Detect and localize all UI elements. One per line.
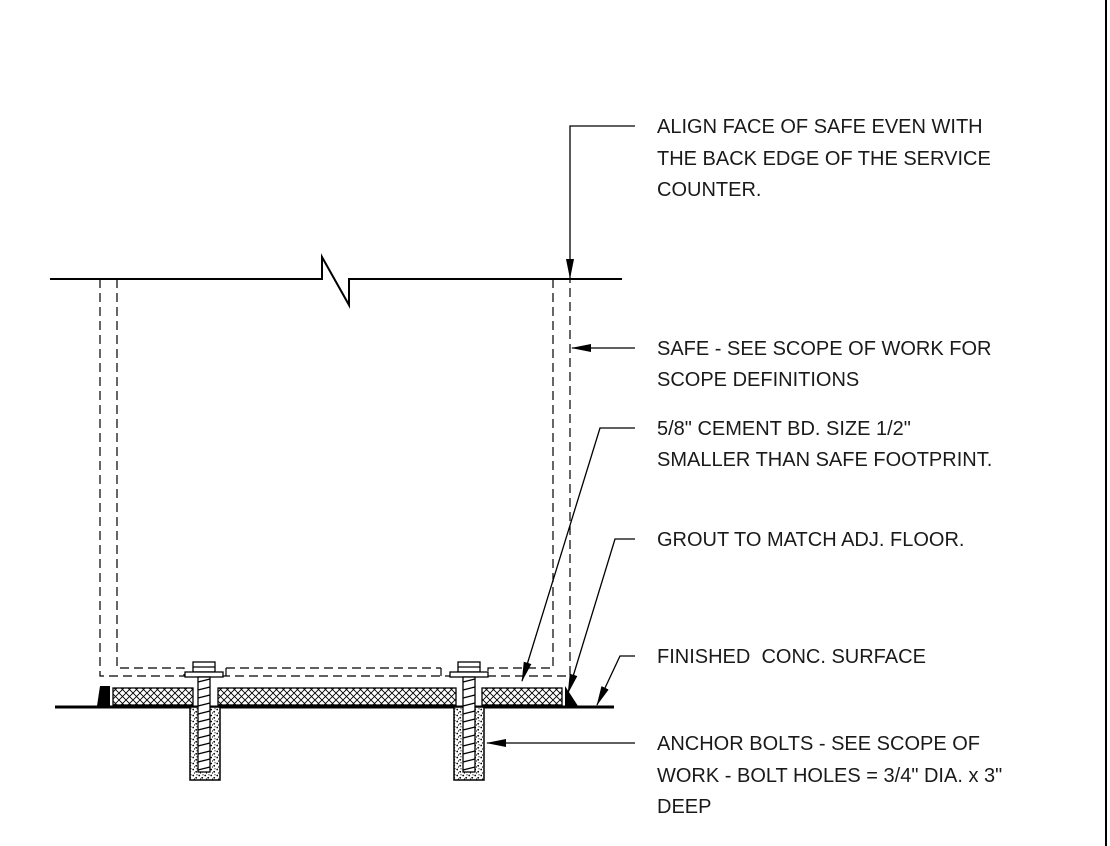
anchor-bolt-left (184, 661, 224, 773)
note-cement-board: 5/8" CEMENT BD. SIZE 1/2" SMALLER THAN S… (657, 418, 992, 471)
note-finished-surface: FINISHED CONC. SURFACE (657, 646, 926, 668)
grout-fillet-left (97, 686, 110, 706)
safe-outline (99, 279, 571, 677)
note-anchor-bolts: ANCHOR BOLTS - SEE SCOPE OF WORK - BOLT … (657, 733, 1008, 818)
anchor-bolt-right (449, 661, 489, 773)
leader-finished-surface (596, 655, 635, 706)
leader-cement-board (521, 427, 635, 682)
note-align-face: ALIGN FACE OF SAFE EVEN WITH THE BACK ED… (657, 116, 996, 201)
cement-board (112, 687, 563, 706)
counter-line (50, 253, 622, 309)
note-safe: SAFE - SEE SCOPE OF WORK FOR SCOPE DEFIN… (657, 338, 997, 391)
grout-fillet-right (565, 686, 578, 706)
leader-align-face (566, 125, 635, 279)
note-grout: GROUT TO MATCH ADJ. FLOOR. (657, 529, 964, 551)
leader-grout (567, 538, 635, 694)
